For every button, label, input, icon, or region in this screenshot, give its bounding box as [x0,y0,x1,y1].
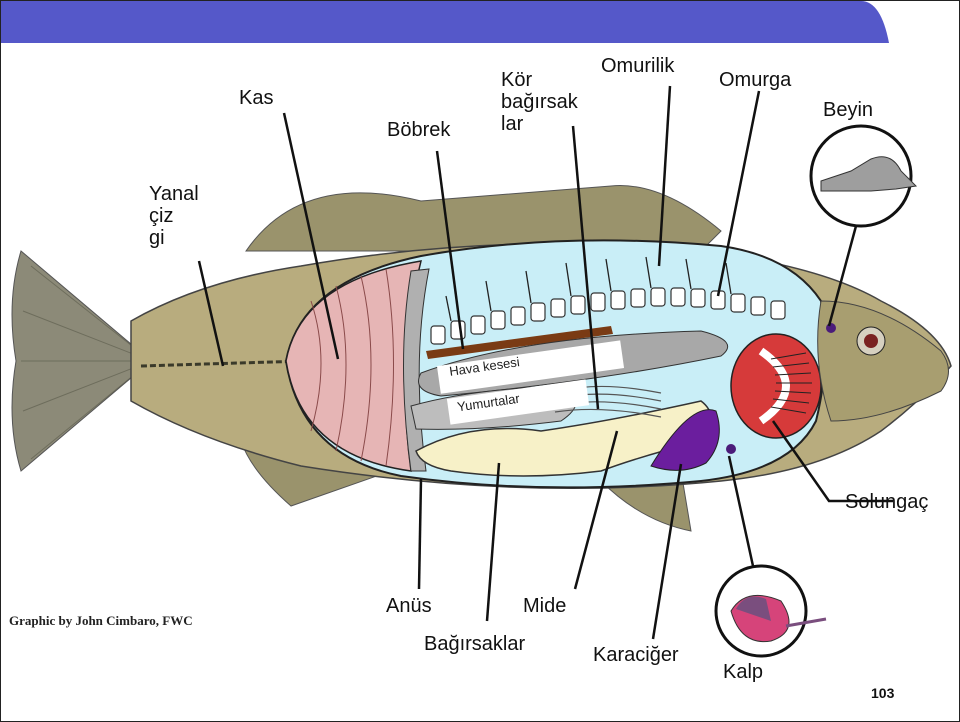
page-number: 103 [871,685,894,701]
graphic-credit: Graphic by John Cimbaro, FWC [9,613,193,629]
gill [731,334,821,438]
label-bagirsaklar: Bağırsaklar [424,633,525,655]
label-bobrek: Böbrek [387,119,450,141]
brain-dot [826,323,836,333]
label-beyin: Beyin [823,99,873,121]
head [818,301,949,421]
label-omurga: Omurga [719,69,791,91]
label-kor-bagirsaklar: Kör bağırsak lar [501,69,578,135]
label-karaciger: Karaciğer [593,644,679,666]
label-mide: Mide [523,595,566,617]
label-anus: Anüs [386,595,432,617]
heart-dot [726,444,736,454]
label-kas: Kas [239,87,273,109]
label-omurilik: Omurilik [601,55,674,77]
label-kalp: Kalp [723,661,763,683]
label-solungac: Solungaç [845,491,928,513]
label-yanal-cizgi: Yanal çiz gi [149,183,199,249]
